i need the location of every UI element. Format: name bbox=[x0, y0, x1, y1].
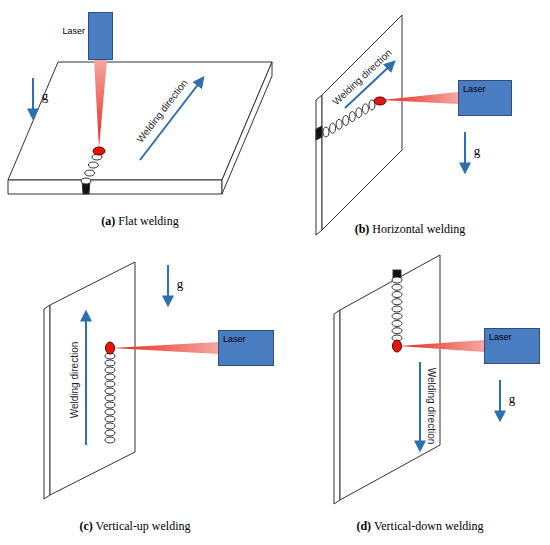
subfigure-caption: (d) Vertical-down welding bbox=[356, 520, 483, 533]
bead-ripple bbox=[356, 108, 362, 118]
plate-flat bbox=[8, 62, 272, 194]
bead-ripple bbox=[362, 104, 368, 114]
laser-head: Laser bbox=[88, 12, 113, 60]
laser-head: Laser bbox=[484, 328, 540, 364]
subfigure-caption: (c) Vertical-up welding bbox=[79, 520, 190, 533]
plate-vertical-up bbox=[44, 262, 135, 499]
bead-ripple bbox=[392, 284, 402, 290]
bead-ripple bbox=[392, 277, 402, 283]
bead-ripple bbox=[392, 292, 402, 298]
laser-label: Laser bbox=[223, 335, 246, 344]
bead-ripple bbox=[105, 388, 115, 394]
bead-ripple bbox=[105, 416, 115, 422]
gravity-label: g bbox=[177, 277, 184, 291]
bead-ripple bbox=[105, 409, 115, 415]
laser-label: Laser bbox=[62, 27, 85, 36]
plate-vertical-down bbox=[334, 255, 440, 504]
bead-ripple bbox=[85, 170, 95, 176]
welding-direction-arrows bbox=[86, 62, 420, 450]
bead-ripple bbox=[105, 367, 115, 373]
bead-ripple bbox=[323, 127, 329, 137]
laser-label: Laser bbox=[463, 85, 486, 94]
plate-horizontal bbox=[316, 15, 402, 235]
weld-beads bbox=[81, 100, 402, 443]
bead-ripple bbox=[105, 423, 115, 429]
bead-ripple bbox=[392, 328, 402, 334]
bead-ripple bbox=[330, 123, 336, 133]
bead-ripple bbox=[349, 112, 355, 122]
laser-label: Laser bbox=[489, 333, 512, 342]
direction-label: Welding direction bbox=[69, 342, 80, 419]
bead-ripple bbox=[81, 178, 91, 184]
laser-beams bbox=[94, 60, 484, 354]
bead-ripple bbox=[392, 313, 402, 319]
bead-ripple bbox=[392, 299, 402, 305]
bead-ripple bbox=[88, 162, 98, 168]
bead-ripple bbox=[392, 306, 402, 312]
direction-label: Welding direction bbox=[426, 368, 437, 445]
bead-ripple bbox=[105, 374, 115, 380]
bead-ripple bbox=[105, 395, 115, 401]
bead-ripple bbox=[105, 430, 115, 436]
laser-head: Laser bbox=[458, 80, 512, 116]
laser-head: Laser bbox=[218, 330, 274, 366]
bead-ripple bbox=[105, 402, 115, 408]
gravity-label: g bbox=[42, 89, 49, 103]
subfigure-caption: (b) Horizontal welding bbox=[355, 223, 466, 236]
subfigure-caption: (a) Flat welding bbox=[101, 215, 178, 228]
bead-ripple bbox=[105, 360, 115, 366]
bead-ripple bbox=[343, 115, 349, 125]
bead-ripple bbox=[105, 381, 115, 387]
bead-ripple bbox=[336, 119, 342, 129]
gravity-label: g bbox=[474, 144, 481, 158]
gravity-label: g bbox=[509, 392, 516, 406]
bead-ripple bbox=[105, 437, 115, 443]
bead-ripple bbox=[392, 321, 402, 327]
